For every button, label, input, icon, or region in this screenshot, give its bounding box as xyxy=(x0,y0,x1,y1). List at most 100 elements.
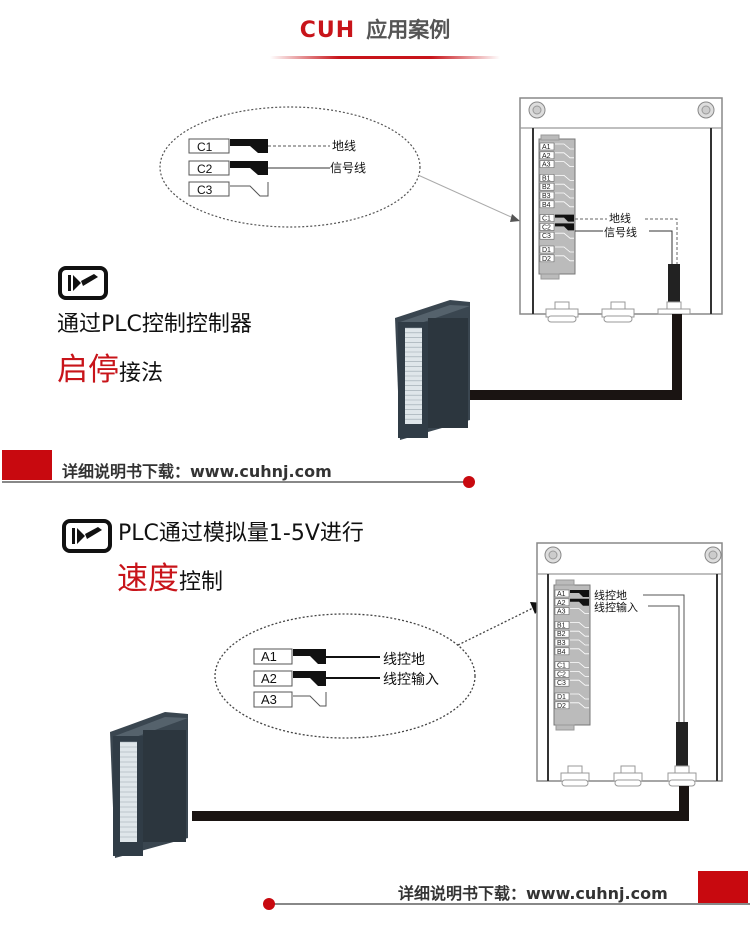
section1-caption: 通过PLC控制控制器 xyxy=(57,312,252,337)
svg-text:C2: C2 xyxy=(197,162,213,176)
panel-terminal-b4: B4 xyxy=(554,647,589,656)
svg-text:A3: A3 xyxy=(261,692,277,707)
section1-caption-highlight: 启停 xyxy=(57,352,119,388)
section2-caption: PLC通过模拟量1-5V进行 xyxy=(118,521,364,546)
panel-terminal-d2: D2 xyxy=(539,254,574,263)
panel-terminal-a3: A3 xyxy=(554,607,589,616)
zoom-label-signal: 线控输入 xyxy=(383,672,439,688)
svg-text:A1: A1 xyxy=(261,649,277,664)
download-divider xyxy=(268,903,750,905)
panel-terminal-a2: A2 xyxy=(539,151,574,160)
cable-sheath xyxy=(668,264,680,310)
svg-text:B4: B4 xyxy=(557,649,566,656)
cable-gland-1 xyxy=(545,301,579,323)
section2-caption-highlight: 速度 xyxy=(117,561,179,597)
cable-gland-1 xyxy=(560,765,590,787)
control-cable xyxy=(470,314,682,400)
svg-text:B3: B3 xyxy=(557,640,566,647)
header-underline xyxy=(270,56,500,59)
callout-arrowhead xyxy=(510,214,520,222)
zoom-terminal-a3: A3 xyxy=(253,691,327,708)
download-bar-accent xyxy=(2,450,52,480)
plc-module xyxy=(110,712,188,858)
divider-dot xyxy=(463,476,475,488)
section1-caption-rest: 接法 xyxy=(119,361,164,386)
svg-text:C1: C1 xyxy=(197,140,213,154)
svg-text:C3: C3 xyxy=(542,233,551,240)
callout-pointer-line xyxy=(417,174,521,222)
panel-terminal-b1: B1 xyxy=(554,621,589,629)
brand-logo: CUH xyxy=(299,18,356,43)
download-divider xyxy=(2,481,468,483)
svg-text:B2: B2 xyxy=(542,184,551,191)
cable-gland-2 xyxy=(613,765,643,787)
section2-caption-line2: 速度控制 xyxy=(117,553,223,598)
download-link[interactable]: 详细说明书下载：www.cuhnj.com xyxy=(62,462,332,481)
zoom-callout-ellipse xyxy=(214,613,476,739)
panel-terminal-d2: D2 xyxy=(554,701,589,710)
svg-text:B1: B1 xyxy=(542,175,551,182)
zoom-terminal-c3: C3 xyxy=(188,181,269,197)
section1-diagram: C1 地线 C2 信号线 C3 A1A2A3B1B2B3B4C1C2C3D1D2… xyxy=(159,97,723,440)
svg-text:C1: C1 xyxy=(557,663,566,670)
panel-terminal-b1: B1 xyxy=(539,174,574,182)
svg-text:C1: C1 xyxy=(542,216,551,223)
zoom-terminal-a2: A2 xyxy=(253,670,326,687)
cable-gland-3 xyxy=(667,765,697,787)
panel-terminal-b2: B2 xyxy=(539,182,574,191)
zoom-terminal-c1: C1 xyxy=(188,138,268,154)
panel-label-ground: 线控地 xyxy=(594,588,627,602)
callout-pointer-line xyxy=(457,607,534,646)
svg-text:A3: A3 xyxy=(557,609,566,616)
svg-text:B3: B3 xyxy=(542,193,551,200)
zoom-label-ground: 线控地 xyxy=(383,652,425,668)
svg-text:D2: D2 xyxy=(557,703,566,710)
panel-terminal-b2: B2 xyxy=(554,629,589,638)
switch-icon xyxy=(62,519,112,553)
zoom-terminal-a1: A1 xyxy=(253,648,326,665)
section1-caption-line2: 启停接法 xyxy=(57,344,163,389)
panel-label-signal: 线控输入 xyxy=(594,600,638,614)
panel-terminal-c1: C1 xyxy=(554,661,589,670)
panel-ground-wire xyxy=(643,594,685,725)
svg-text:C3: C3 xyxy=(557,680,566,687)
control-cable xyxy=(192,786,689,821)
switch-icon xyxy=(58,266,108,300)
divider-dot xyxy=(263,898,275,910)
download-link[interactable]: 详细说明书下载：www.cuhnj.com xyxy=(398,884,668,903)
panel-terminal-b4: B4 xyxy=(539,200,574,209)
panel-terminal-a2: A2 xyxy=(554,598,589,607)
panel-label-signal: 信号线 xyxy=(604,225,637,239)
plc-module xyxy=(395,300,470,440)
svg-text:D1: D1 xyxy=(542,247,551,254)
svg-text:A2: A2 xyxy=(557,600,566,607)
svg-text:A2: A2 xyxy=(261,671,277,686)
section2-caption-rest: 控制 xyxy=(179,570,224,595)
panel-label-ground: 地线 xyxy=(609,211,631,225)
panel-terminal-c3: C3 xyxy=(554,678,589,687)
panel-terminal-b3: B3 xyxy=(539,191,574,200)
section1-icon-wrap xyxy=(58,266,108,304)
panel-terminal-c1: C1 xyxy=(539,214,574,223)
svg-text:A1: A1 xyxy=(542,144,551,151)
svg-text:C2: C2 xyxy=(542,224,551,231)
cable-gland-2 xyxy=(601,301,635,323)
svg-text:B1: B1 xyxy=(557,622,566,629)
zoom-callout-ellipse xyxy=(159,106,421,228)
panel-terminal-b3: B3 xyxy=(554,638,589,647)
panel-terminal-d1: D1 xyxy=(554,692,589,701)
panel-terminal-c3: C3 xyxy=(539,231,574,240)
svg-text:B2: B2 xyxy=(557,631,566,638)
svg-text:D2: D2 xyxy=(542,256,551,263)
panel-terminal-a1: A1 xyxy=(539,142,574,151)
panel-signal-wire xyxy=(648,605,680,725)
svg-text:D1: D1 xyxy=(557,694,566,701)
svg-text:A2: A2 xyxy=(542,153,551,160)
panel-terminal-a3: A3 xyxy=(539,160,574,169)
zoom-label-ground: 地线 xyxy=(332,139,356,153)
svg-text:A3: A3 xyxy=(542,162,551,169)
